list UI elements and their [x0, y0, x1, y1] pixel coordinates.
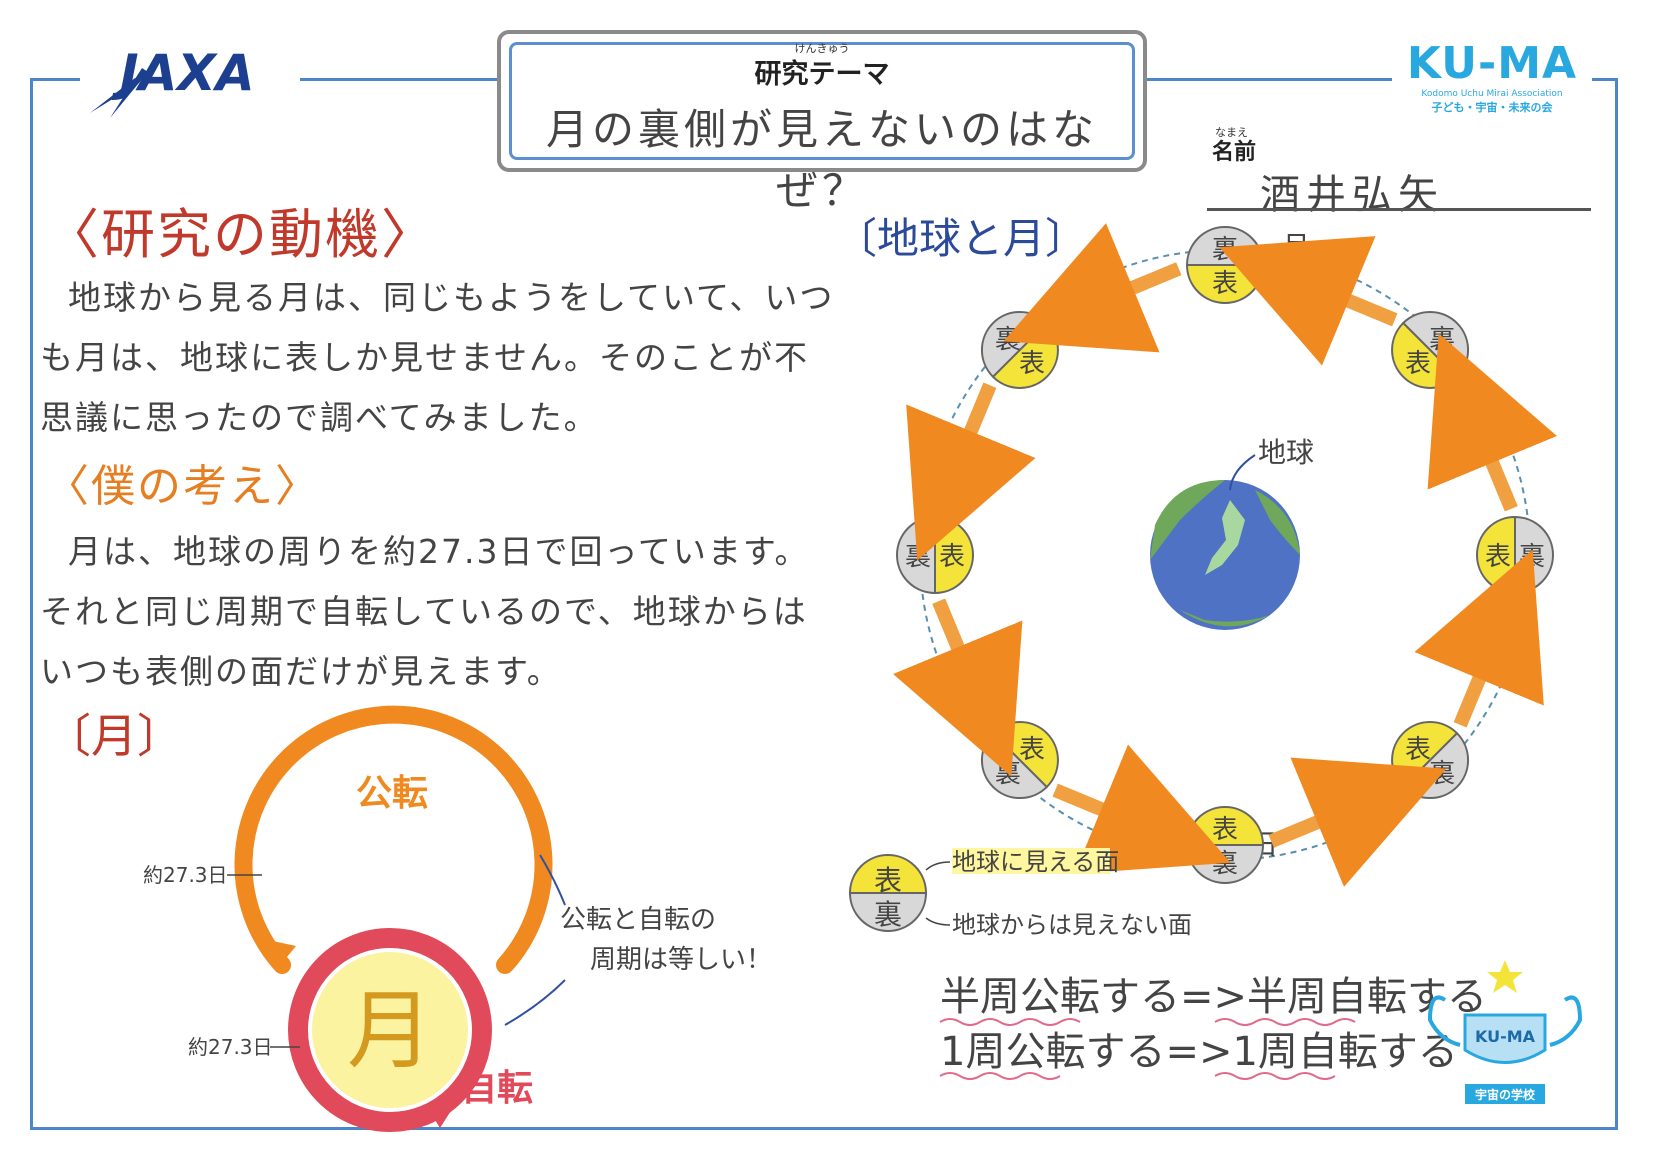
- idea-text: 月は、地球の周りを約27.3日で回っています。それと同じ周期で自転しているので、…: [40, 532, 810, 691]
- kuma-logo-japanese: 子ども・宇宙・未来の会: [1431, 101, 1553, 114]
- idea-heading: 〈僕の考え〉: [45, 461, 321, 512]
- jaxa-logo-text: JAXA: [111, 44, 255, 102]
- theme-box: けんきゅう 研究テーマ 月の裏側が見えないのはなぜ？: [497, 30, 1147, 215]
- kuma-logo-text: KU-MA: [1406, 38, 1578, 89]
- theme-title: 月の裏側が見えないのはなぜ？: [545, 105, 1098, 215]
- name-ruby: なまえ: [1215, 126, 1248, 139]
- kuma-logo: KU-MA Kodomo Uchu Mirai Association 子ども・…: [1392, 40, 1592, 135]
- theme-ruby: けんきゅう: [794, 42, 850, 55]
- earth-moon-heading: 〔地球と月〕: [835, 214, 1088, 263]
- jaxa-logo: JAXA: [80, 38, 300, 128]
- theme-label: 研究テーマ: [754, 59, 890, 90]
- moon-heading: 〔月〕: [45, 709, 183, 763]
- kuma-logo-subtitle: Kodomo Uchu Mirai Association: [1421, 89, 1563, 99]
- motive-text: 地球から見る月は、同じもようをしていて、いつも月は、地球に表しか見せません。その…: [40, 278, 835, 437]
- name-underline: [1207, 208, 1591, 211]
- name-label: 名前: [1212, 140, 1257, 165]
- motive-heading: 〈研究の動機〉: [45, 203, 437, 266]
- theme-inner-border: [509, 42, 1135, 160]
- name-value: 酒井弘矢: [1260, 172, 1444, 218]
